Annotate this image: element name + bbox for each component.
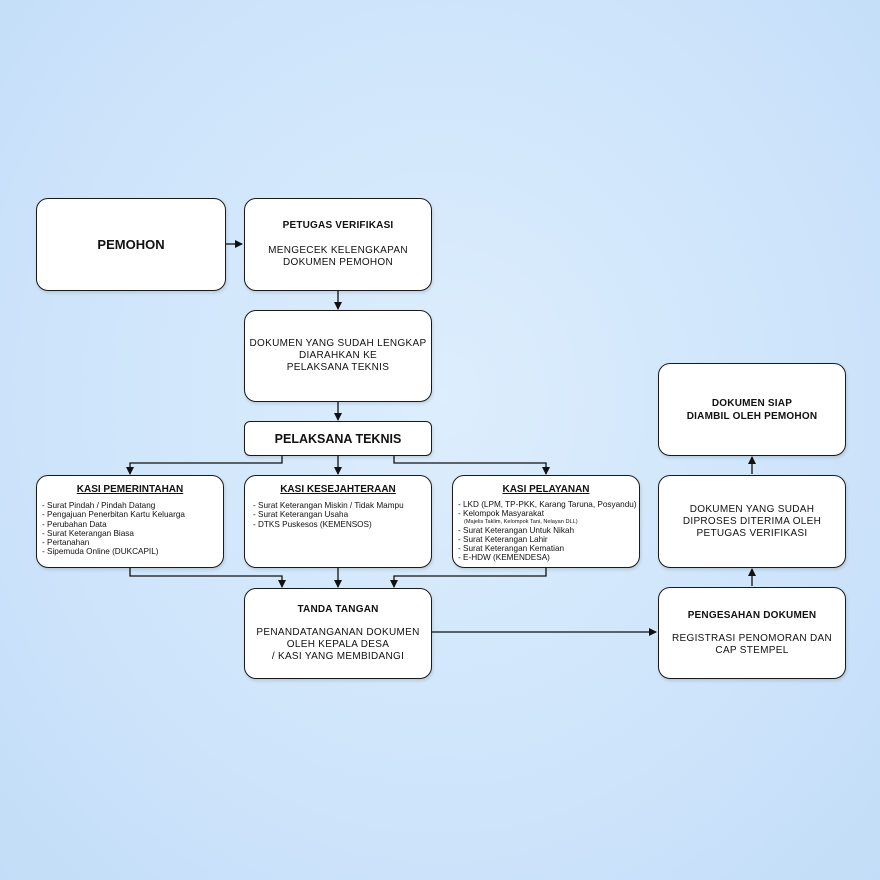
arrow-kasi-pelayanan-to-tanda-tangan xyxy=(390,568,547,588)
list-item: - E-HDW (KEMENDESA) xyxy=(458,553,550,562)
dokumen-lengkap-line: DOKUMEN YANG SUDAH LENGKAP xyxy=(249,338,427,349)
pengesahan-title: PENGESAHAN DOKUMEN xyxy=(687,609,817,621)
list-item: - Surat Keterangan Usaha xyxy=(253,510,349,520)
kasi-kesejahteraan-box: KASI KESEJAHTERAAN - Surat Keterangan Mi… xyxy=(244,475,432,568)
dokumen-lengkap-box: DOKUMEN YANG SUDAH LENGKAP DIARAHKAN KE … xyxy=(244,310,432,402)
list-item: - Perubahan Data xyxy=(42,519,107,529)
tanda-tangan-title: TANDA TANGAN xyxy=(297,604,379,615)
list-item: - Kelompok Masyarakat xyxy=(458,509,545,518)
tanda-tangan-body: PENANDATANGANAN DOKUMEN OLEH KEPALA DESA… xyxy=(256,627,419,663)
arrow-pelaksana-to-kasi-pelayanan xyxy=(393,456,550,475)
list-item: - Surat Keterangan Miskin / Tidak Mampu xyxy=(253,501,404,510)
verifikasi-body: MENGECEK KELENGKAPAN DOKUMEN PEMOHON xyxy=(268,245,408,269)
dokumen-diproses-line: DOKUMEN YANG SUDAH xyxy=(689,503,815,515)
pengesahan-box: PENGESAHAN DOKUMEN REGISTRASI PENOMORAN … xyxy=(658,587,846,679)
dokumen-siap-line: DOKUMEN SIAP xyxy=(711,397,793,409)
dokumen-siap-title: DOKUMEN SIAP DIAMBIL OLEH PEMOHON xyxy=(687,397,817,423)
verifikasi-box: PETUGAS VERIFIKASI MENGECEK KELENGKAPAN … xyxy=(244,198,432,291)
kasi-pemerintahan-title: KASI PEMERINTAHAN xyxy=(76,484,184,495)
pengesahan-line: CAP STEMPEL xyxy=(715,644,789,656)
pengesahan-body: REGISTRASI PENOMORAN DAN CAP STEMPEL xyxy=(672,633,832,657)
dokumen-siap-line: DIAMBIL OLEH PEMOHON xyxy=(686,410,818,422)
pemohon-box: PEMOHON xyxy=(36,198,226,291)
pelaksana-teknis-box: PELAKSANA TEKNIS xyxy=(244,421,432,456)
dokumen-lengkap-line: DIARAHKAN KE xyxy=(298,350,378,361)
dokumen-lengkap-line: PELAKSANA TEKNIS xyxy=(286,362,390,373)
kasi-pelayanan-title: KASI PELAYANAN xyxy=(502,484,590,495)
dokumen-lengkap-body: DOKUMEN YANG SUDAH LENGKAP DIARAHKAN KE … xyxy=(250,338,427,374)
kasi-pemerintahan-box: KASI PEMERINTAHAN - Surat Pindah / Pinda… xyxy=(36,475,224,568)
tanda-tangan-line: OLEH KEPALA DESA xyxy=(286,639,390,650)
kasi-kesejahteraan-list: - Surat Keterangan Miskin / Tidak Mampu … xyxy=(245,501,431,529)
kasi-pemerintahan-list: - Surat Pindah / Pindah Datang - Pengaju… xyxy=(37,501,223,557)
tanda-tangan-line: / KASI YANG MEMBIDANGI xyxy=(271,651,405,662)
pengesahan-line: REGISTRASI PENOMORAN DAN xyxy=(672,632,832,644)
tanda-tangan-box: TANDA TANGAN PENANDATANGANAN DOKUMEN OLE… xyxy=(244,588,432,679)
list-item: - Pengajuan Penerbitan Kartu Keluarga xyxy=(42,510,185,520)
list-item: - Sipemuda Online (DUKCAPIL) xyxy=(42,547,159,557)
tanda-tangan-line: PENANDATANGANAN DOKUMEN xyxy=(256,627,420,638)
dokumen-diproses-line: PETUGAS VERIFIKASI xyxy=(696,527,808,539)
arrow-kasi-pemerintahan-to-tanda-tangan xyxy=(129,568,286,588)
list-item: - Pertanahan xyxy=(42,538,90,548)
verifikasi-line: MENGECEK KELENGKAPAN xyxy=(268,245,408,256)
dokumen-diproses-box: DOKUMEN YANG SUDAH DIPROSES DITERIMA OLE… xyxy=(658,475,846,568)
list-item: - Surat Keterangan Lahir xyxy=(458,535,548,544)
list-item: - Surat Keterangan Biasa xyxy=(42,528,134,538)
arrow-pelaksana-to-kasi-pemerintahan xyxy=(126,456,283,475)
verifikasi-line: DOKUMEN PEMOHON xyxy=(282,257,394,268)
pemohon-title: PEMOHON xyxy=(97,237,165,252)
kasi-pelayanan-list: - LKD (LPM, TP-PKK, Karang Taruna, Posya… xyxy=(453,500,639,562)
dokumen-diproses-line: DIPROSES DITERIMA OLEH xyxy=(682,515,822,527)
kasi-pelayanan-box: KASI PELAYANAN - LKD (LPM, TP-PKK, Karan… xyxy=(452,475,640,568)
pelaksana-teknis-title: PELAKSANA TEKNIS xyxy=(274,431,402,446)
list-item: - Surat Pindah / Pindah Datang xyxy=(42,501,156,510)
list-item: - LKD (LPM, TP-PKK, Karang Taruna, Posya… xyxy=(458,500,637,509)
list-item: - DTKS Puskesos (KEMENSOS) xyxy=(253,519,372,529)
list-item: - Surat Keterangan Untuk Nikah xyxy=(458,526,575,535)
verifikasi-title: PETUGAS VERIFIKASI xyxy=(282,220,394,231)
dokumen-diproses-body: DOKUMEN YANG SUDAH DIPROSES DITERIMA OLE… xyxy=(683,504,821,540)
list-item: - Surat Keterangan Kematian xyxy=(458,544,565,553)
list-item: (Majelis Taklim, Kelompok Tani, Nelayan … xyxy=(464,519,578,525)
kasi-kesejahteraan-title: KASI KESEJAHTERAAN xyxy=(280,484,396,495)
dokumen-siap-box: DOKUMEN SIAP DIAMBIL OLEH PEMOHON xyxy=(658,363,846,456)
